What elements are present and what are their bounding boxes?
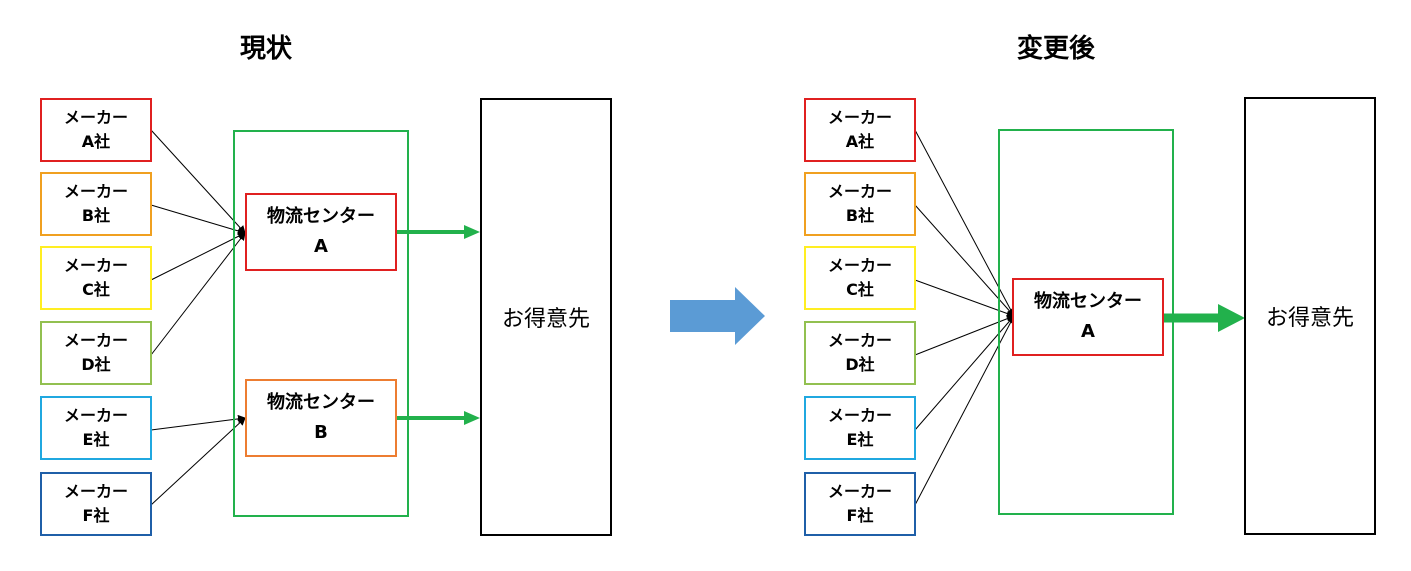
maker-company: E社 [82,430,110,449]
maker-company: D社 [845,355,875,374]
after-maker-e: メーカー E社 [804,396,916,460]
maker-label: メーカー [63,331,128,350]
center-label: 物流センター [1034,291,1142,312]
after-center-group [998,129,1174,515]
link-a-to-center-a [150,129,246,234]
after-maker-d: メーカー D社 [804,321,916,385]
after-customer: お得意先 [1244,97,1376,535]
before-maker-f: メーカー F社 [40,472,152,536]
maker-label: メーカー [63,406,128,425]
after-flow-arrowhead [1218,304,1245,332]
maker-label: メーカー [827,108,892,127]
maker-company: A社 [845,132,875,151]
before-customer: お得意先 [480,98,612,536]
maker-label: メーカー [63,108,128,127]
maker-company: C社 [846,280,874,299]
center-label: 物流センター [267,392,375,413]
maker-label: メーカー [63,256,128,275]
maker-company: B社 [845,206,875,225]
maker-label: メーカー [827,182,892,201]
maker-company: F社 [846,506,874,525]
center-id: B [314,422,328,443]
maker-label: メーカー [827,331,892,350]
maker-label: メーカー [827,482,892,501]
maker-company: E社 [846,430,874,449]
before-maker-links [150,129,246,506]
after-center-a: 物流センター A [1012,278,1164,356]
before-maker-b: メーカー B社 [40,172,152,236]
center-id: A [1081,321,1095,342]
before-center-b: 物流センター B [245,379,397,457]
customer-label: お得意先 [501,307,590,332]
flow-arrowhead-a [464,225,480,239]
after-maker-a: メーカー A社 [804,98,916,162]
maker-label: メーカー [63,482,128,501]
link-c-to-center-a [150,232,246,281]
after-maker-f: メーカー F社 [804,472,916,536]
after-flow-arrow [1164,304,1245,332]
center-label: 物流センター [267,206,375,227]
after-title: 変更後 [1016,34,1095,64]
maker-company: F社 [82,506,110,525]
flow-arrowhead-b [464,411,480,425]
before-center-group [233,130,409,517]
link-e-to-center-b [150,414,246,431]
link-b-to-center-a [150,204,246,235]
before-maker-a: メーカー A社 [40,98,152,162]
before-maker-c: メーカー C社 [40,246,152,310]
after-maker-c: メーカー C社 [804,246,916,310]
maker-company: A社 [81,132,111,151]
before-center-a: 物流センター A [245,193,397,271]
maker-label: メーカー [827,406,892,425]
maker-company: B社 [81,206,111,225]
customer-label: お得意先 [1265,306,1354,331]
maker-label: メーカー [827,256,892,275]
link-f-to-center-b [150,417,246,506]
before-flow-arrows [397,225,480,425]
maker-label: メーカー [63,182,128,201]
center-id: A [314,236,328,257]
after-maker-links [914,129,1015,506]
link-d-to-center-a [150,232,246,356]
maker-company: D社 [81,355,111,374]
maker-company: C社 [82,280,110,299]
before-title: 現状 [239,34,292,64]
after-maker-b: メーカー B社 [804,172,916,236]
before-maker-e: メーカー E社 [40,396,152,460]
transition-arrow [670,287,765,345]
before-maker-d: メーカー D社 [40,321,152,385]
